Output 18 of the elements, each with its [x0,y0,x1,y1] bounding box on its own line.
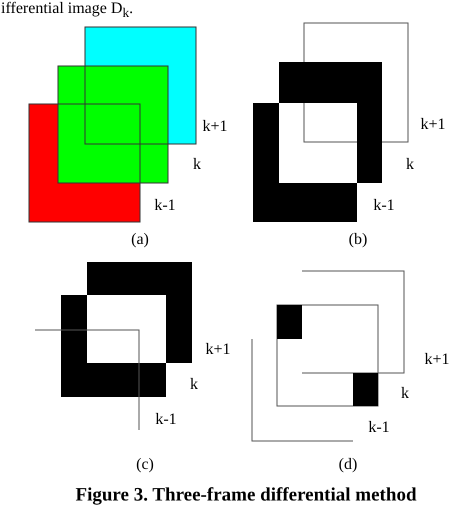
frame-label: k [193,157,201,173]
frame-label: k-1 [154,198,176,214]
frame-label: k-1 [155,412,177,428]
body-text: ifferential image D$_{k}$. [1,1,134,20]
frame-label: k+1 [202,119,228,135]
frame-label: k-1 [368,420,390,436]
frame-label: k [401,386,409,402]
frame-label: k+1 [424,352,450,368]
panel-label: (c) [136,457,154,473]
frame-label: k+1 [420,117,446,133]
frame-label: k-1 [373,198,395,214]
frame-label: k [190,377,198,393]
frame-label: k+1 [205,342,231,358]
figure-caption: Figure 3. Three-frame differential method [75,486,417,504]
frame-label: k [406,157,414,173]
panel-label: (d) [338,457,358,473]
panel-label: (b) [348,232,368,248]
panel-label: (a) [131,232,149,248]
